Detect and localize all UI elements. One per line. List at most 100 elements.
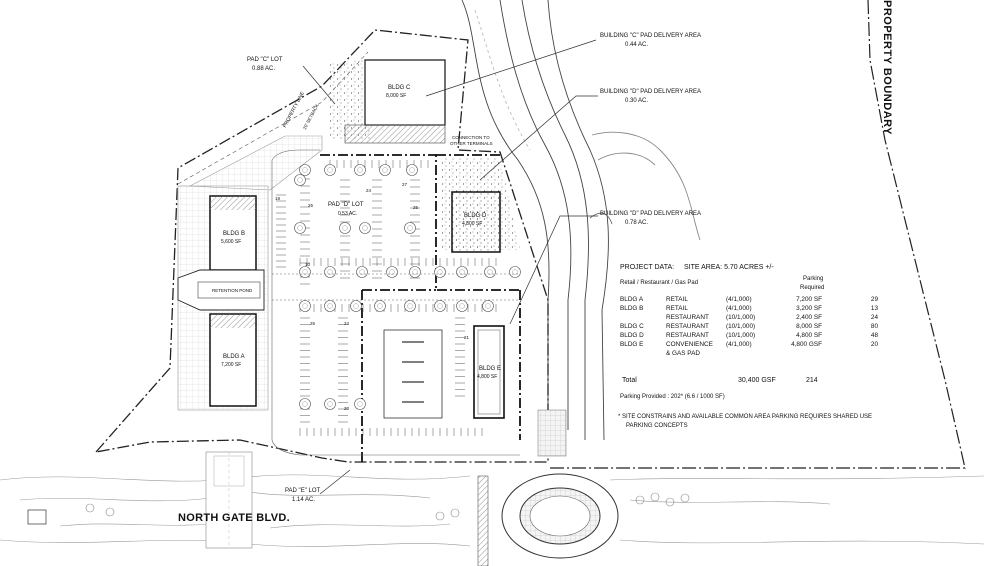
landscape-area-c [330, 60, 372, 140]
cell-use: RETAIL [666, 305, 688, 312]
pad-e-lot-label: PAD "E" LOT [285, 488, 321, 494]
building-e [473, 325, 505, 419]
tree-island-core [297, 177, 303, 183]
stall-count: 26 [308, 203, 314, 208]
tree-island [356, 266, 368, 278]
building-a-name: BLDG A [223, 354, 245, 360]
ramp-hatch [477, 409, 567, 566]
tree-island [354, 164, 366, 176]
tree-island-core [357, 401, 363, 407]
stall-count: 21 [464, 335, 470, 340]
tree-island [324, 300, 336, 312]
tree-island-core [327, 269, 333, 275]
delivery-c-area: 0.44 AC. [625, 42, 649, 48]
total-sf: 30,400 GSF [738, 377, 776, 384]
building-e-name: BLDG E [479, 366, 502, 372]
cell-bldg [617, 350, 663, 359]
north-gate-blvd [0, 474, 984, 547]
delivery-d2-label: BUILDING "D" PAD DELIVERY AREA [600, 211, 701, 217]
tree-island [386, 266, 398, 278]
cell-bldg [617, 314, 663, 323]
building-a [209, 313, 257, 407]
tree-island-core [512, 269, 518, 275]
tree-island-core [302, 167, 308, 173]
cell-sf: 8,000 SF [796, 323, 822, 330]
tree-island-core [297, 225, 303, 231]
cell-sf: 2,400 SF [796, 314, 822, 321]
gas-canopy [383, 329, 443, 419]
tree-markers [85, 492, 690, 521]
cell-bldg: BLDG D [620, 332, 644, 339]
setback-line [177, 51, 369, 185]
tree-island-core [437, 269, 443, 275]
tree-island [379, 164, 391, 176]
stall-count: 27 [402, 182, 408, 187]
tree-island [406, 164, 418, 176]
stall-count: 25 [413, 205, 419, 210]
cell-sf: 4,800 GSF [791, 341, 822, 348]
building-d-name: BLDG D [464, 213, 487, 219]
tree-island-core [302, 269, 308, 275]
pad-d-area-label: 0.53 AC. [338, 211, 358, 217]
building-c-size: 8,000 SF [386, 93, 407, 99]
cell-req: 48 [870, 332, 878, 339]
project-data-row: & GAS PAD [617, 350, 881, 359]
tree-island [359, 222, 371, 234]
building-a-size: 7,200 SF [221, 362, 242, 368]
tree-island [299, 164, 311, 176]
tree-island [409, 266, 421, 278]
tree-island-core [327, 167, 333, 173]
tree-island-core [382, 167, 388, 173]
building-e-size: 4,800 SF [477, 374, 498, 380]
total-label: Total [622, 377, 637, 384]
connection-label-2: OTHER TERMINALS [450, 141, 493, 146]
retention-pond-label: RETENTION POND [212, 288, 253, 293]
stall-count: 24 [366, 188, 372, 193]
tree-island-core [327, 401, 333, 407]
building-d-size: 4,800 SF [462, 221, 483, 227]
tree-island [456, 300, 468, 312]
cell-sf: 4,800 SF [796, 332, 822, 339]
cell-bldg: BLDG E [620, 341, 644, 348]
required-header: Required [800, 285, 825, 291]
tree-island [404, 222, 416, 234]
tree-island [294, 174, 306, 186]
retention-pond [177, 269, 265, 311]
cell-ratio: (4/1,000) [726, 305, 752, 312]
site-note-1: * SITE CONSTRAINS AND AVAILABLE COMMON A… [618, 414, 873, 420]
tree-island-core [377, 303, 383, 309]
pad-d-lot-label: PAD "D" LOT [328, 202, 364, 208]
cell-use: & GAS PAD [666, 350, 700, 357]
tree-island [324, 398, 336, 410]
building-c-name: BLDG C [388, 85, 411, 91]
cell-req: 80 [870, 323, 878, 330]
tree-island [299, 266, 311, 278]
cell-use: RESTAURANT [666, 332, 709, 339]
parking-header: Parking [803, 276, 824, 282]
tree-island-core [412, 269, 418, 275]
stall-count: 26 [310, 321, 316, 326]
tree-island-core [389, 269, 395, 275]
project-data-title: PROJECT DATA: [620, 264, 675, 271]
tree-island [354, 398, 366, 410]
parking-provided: Parking Provided : 202* (6.6 / 1000 SF) [620, 394, 725, 400]
tree-island [374, 300, 386, 312]
building-d [451, 191, 501, 253]
tree-island [456, 266, 468, 278]
tree-island-core [407, 303, 413, 309]
tree-island [482, 300, 494, 312]
tree-island [434, 266, 446, 278]
tree-island [434, 300, 446, 312]
tree-island-core [357, 167, 363, 173]
cell-sf [773, 350, 825, 359]
tree-island [324, 266, 336, 278]
delivery-c-label: BUILDING "C" PAD DELIVERY AREA [600, 33, 701, 39]
tree-island [324, 164, 336, 176]
tree-island [299, 398, 311, 410]
connection-label: CONNECTION TO [452, 135, 490, 140]
stall-count: 24 [344, 321, 350, 326]
roundabout [501, 473, 619, 559]
building-b-size: 5,600 SF [221, 239, 242, 245]
